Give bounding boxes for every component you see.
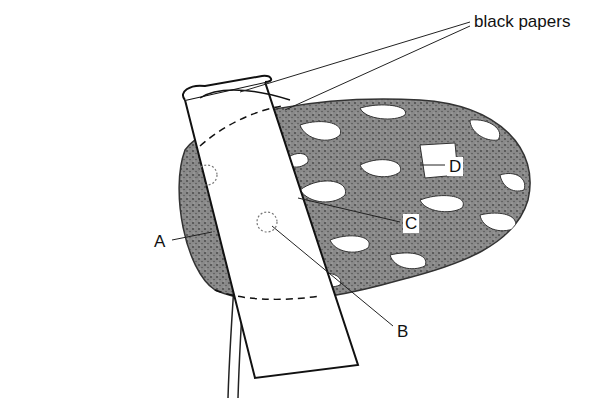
leader-lines <box>172 22 470 326</box>
callout-letter: B <box>395 322 410 341</box>
part-label: black papers <box>472 12 572 31</box>
callout-letter: C <box>403 214 419 233</box>
callout-letter: D <box>447 157 463 176</box>
callout-letter: A <box>152 232 167 251</box>
black-paper-strip <box>183 76 358 378</box>
